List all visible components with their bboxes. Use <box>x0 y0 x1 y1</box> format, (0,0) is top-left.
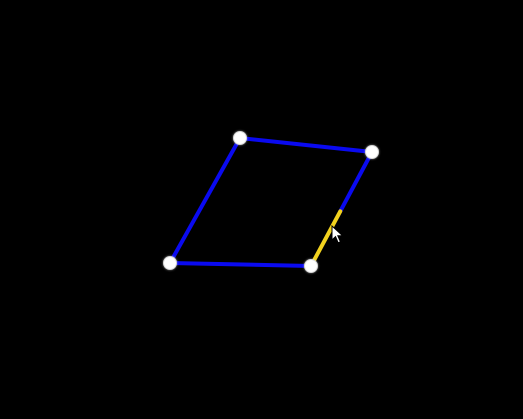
edge-right[interactable] <box>338 150 374 214</box>
vertex-top-left[interactable] <box>233 131 247 145</box>
vertex-bottom-left[interactable] <box>163 256 177 270</box>
edge-right-highlight[interactable] <box>309 209 343 268</box>
arrow-pointer-icon <box>331 224 344 244</box>
vertex-bottom-right[interactable] <box>304 259 318 273</box>
edge-left[interactable] <box>168 136 242 265</box>
vertex-top-right[interactable] <box>365 145 379 159</box>
edge-bottom[interactable] <box>168 261 313 268</box>
edge-top[interactable] <box>238 136 374 154</box>
